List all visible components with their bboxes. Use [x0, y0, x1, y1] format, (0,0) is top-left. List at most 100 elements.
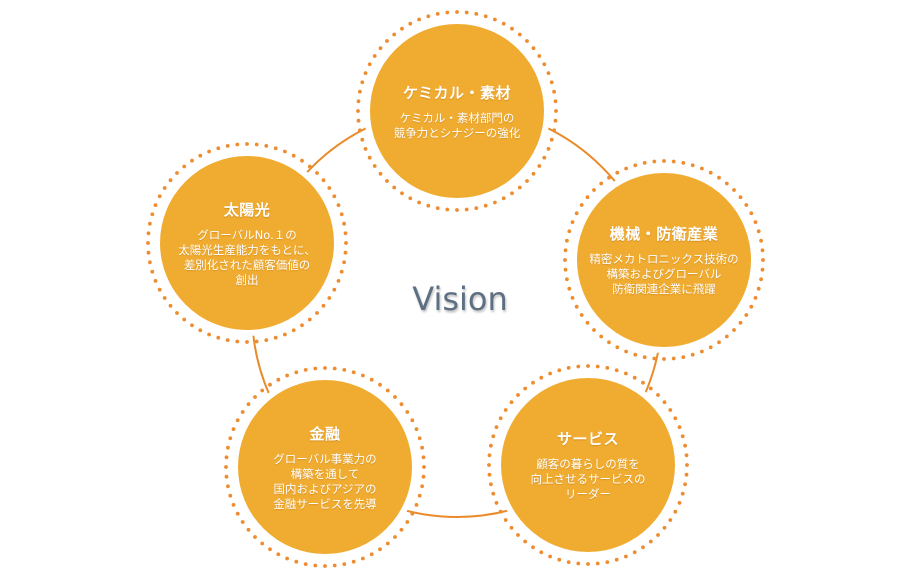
ring-dot — [351, 370, 356, 375]
ring-dot — [372, 54, 377, 58]
ring-dot — [414, 503, 419, 507]
ring-dot — [410, 418, 415, 423]
ring-dot — [226, 445, 230, 450]
ring-dot — [405, 520, 410, 524]
ring-dot — [313, 563, 318, 568]
ring-dot — [321, 303, 326, 308]
ring-dot — [633, 352, 638, 357]
ring-dot — [417, 200, 421, 205]
ring-dot — [162, 186, 167, 190]
ring-dot — [426, 203, 431, 208]
ring-dot — [760, 248, 765, 253]
ring-dot — [632, 375, 637, 380]
ring-dot — [399, 402, 404, 407]
ring-dot — [673, 416, 678, 421]
node-description: グローバルNo.１の 太陽光生産能力をもとに、 差別化された顧客価値の 創出 — [178, 227, 316, 287]
ring-dot — [332, 194, 337, 199]
ring-dot — [146, 250, 151, 255]
ring-dot — [307, 317, 312, 322]
center-vision-label: Vision — [412, 280, 508, 318]
ring-dot — [344, 241, 348, 245]
ring-dot — [489, 482, 493, 487]
ring-dot — [684, 453, 689, 458]
ring-dot — [537, 54, 542, 58]
ring-dot — [557, 557, 562, 562]
node-service: サービス 顧客の暮らしの質を 向上させるサービスの リーダー — [501, 378, 675, 552]
ring-dot — [574, 211, 579, 216]
ring-dot — [553, 99, 558, 104]
ring-dot — [225, 338, 230, 342]
ring-dot — [198, 153, 203, 158]
ring-dot — [225, 144, 230, 148]
ring-dot — [614, 557, 619, 562]
ring-dot — [605, 560, 610, 564]
ring-dot — [690, 352, 695, 357]
ring-dot — [360, 80, 365, 85]
ring-dot — [563, 258, 567, 262]
ring-dot — [417, 17, 421, 22]
node-description: グローバル事業力の 構築を通して 国内およびアジアの 金融サービスを先導 — [273, 451, 377, 511]
ring-dot — [168, 303, 173, 308]
ring-dot — [283, 149, 287, 154]
ring-dot — [749, 304, 754, 309]
ring-dot — [677, 501, 682, 505]
ring-dot — [717, 175, 721, 180]
ring-dot — [531, 380, 535, 385]
ring-dot — [576, 561, 581, 566]
ring-dot — [343, 231, 348, 236]
ring-dot — [595, 364, 600, 369]
ring-dot — [285, 556, 289, 561]
ring-dot — [393, 395, 397, 399]
ring-dot — [615, 170, 620, 175]
ring-dot — [517, 185, 522, 190]
ring-dot — [673, 509, 678, 514]
ring-dot — [570, 296, 575, 300]
ring-dot — [579, 203, 584, 207]
ring-dot — [414, 427, 419, 431]
ring-dot — [681, 355, 686, 359]
ring-dot — [557, 368, 562, 373]
ring-dot — [614, 368, 619, 373]
ring-dot — [358, 89, 362, 94]
ring-dot — [671, 356, 676, 361]
ring-dot — [732, 328, 736, 332]
node-chemical-materials: ケミカル・素材 ケミカル・素材部門の 競争力とシナジーの強化 — [370, 24, 544, 198]
ring-dot — [662, 357, 666, 361]
ring-dot — [539, 550, 544, 555]
ring-dot — [369, 552, 374, 557]
ring-dot — [361, 556, 365, 561]
ring-dot — [342, 221, 346, 226]
ring-dot — [724, 181, 729, 186]
ring-dot — [421, 455, 426, 460]
ring-dot — [546, 71, 551, 75]
ring-dot — [566, 560, 571, 564]
ring-dot — [681, 161, 686, 165]
ring-dot — [464, 10, 469, 15]
ring-dot — [421, 474, 426, 479]
ring-dot — [542, 155, 547, 160]
ring-dot — [642, 355, 647, 359]
ring-dot — [435, 12, 440, 16]
ring-dot — [385, 179, 389, 183]
ring-dot — [228, 436, 233, 441]
ring-dot — [668, 518, 673, 522]
ring-dot — [245, 142, 249, 146]
ring-dot — [509, 400, 514, 405]
ring-dot — [410, 511, 415, 516]
ring-dot — [332, 563, 337, 568]
ring-dot — [605, 366, 610, 370]
ring-dot — [563, 267, 568, 272]
ring-dot — [264, 144, 269, 148]
ring-dot — [756, 229, 761, 234]
ring-dot — [668, 408, 673, 412]
ring-dot — [685, 463, 689, 467]
ring-dot — [503, 518, 508, 522]
ring-dot — [336, 203, 341, 208]
ring-dot — [684, 472, 689, 477]
ring-dot — [342, 368, 347, 372]
ring-dot — [738, 320, 743, 325]
node-description: 顧客の暮らしの質を 向上させるサービスの リーダー — [530, 457, 646, 501]
ring-dot — [235, 142, 240, 147]
ring-dot — [652, 159, 657, 164]
